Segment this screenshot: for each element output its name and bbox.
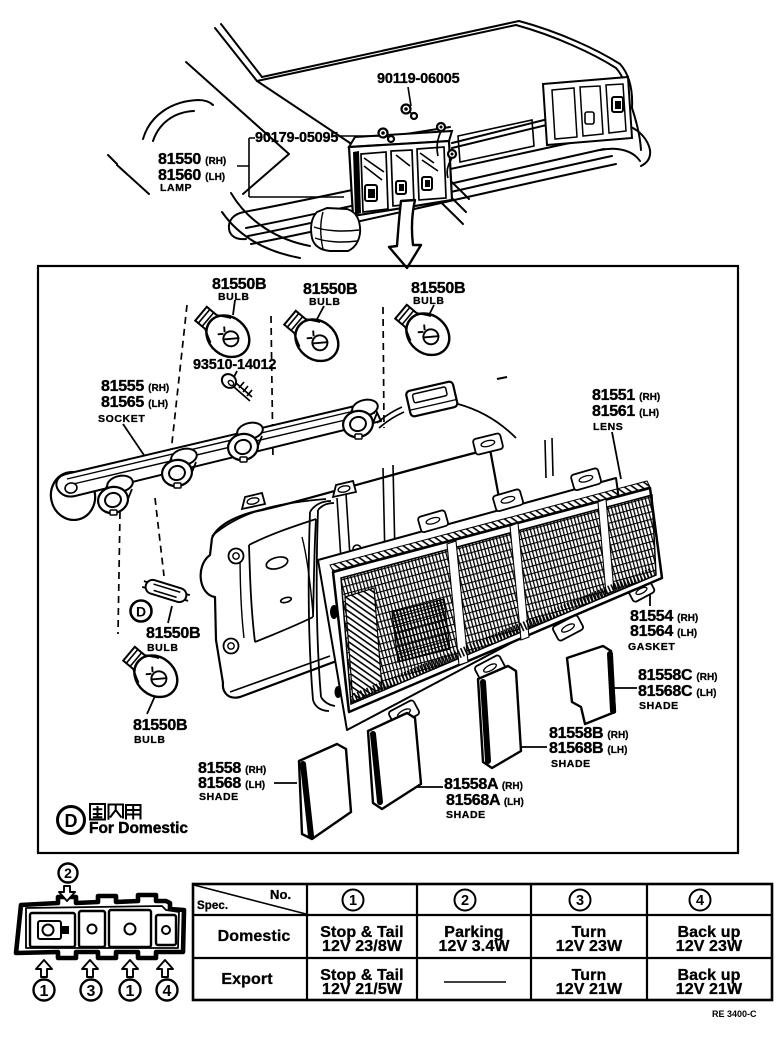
svg-text:No.: No.	[270, 887, 291, 902]
svg-text:81551 (RH): 81551 (RH)	[592, 387, 660, 404]
svg-text:81558 (RH): 81558 (RH)	[198, 760, 266, 777]
svg-text:2: 2	[64, 865, 72, 881]
svg-text:GASKET: GASKET	[628, 641, 675, 653]
svg-text:81558A (RH): 81558A (RH)	[444, 776, 523, 793]
svg-text:81554 (RH): 81554 (RH)	[630, 608, 698, 625]
svg-text:12V 3.4W: 12V 3.4W	[438, 938, 510, 955]
svg-text:RE 3400-C: RE 3400-C	[712, 1009, 757, 1019]
svg-text:12V 23W: 12V 23W	[556, 938, 623, 955]
svg-text:81560 (LH): 81560 (LH)	[158, 167, 225, 184]
svg-text:BULB: BULB	[218, 291, 250, 303]
svg-text:81550B: 81550B	[212, 276, 266, 293]
svg-text:81568B (LH): 81568B (LH)	[549, 740, 627, 757]
svg-text:1: 1	[349, 893, 357, 909]
svg-text:Stop & Tail: Stop & Tail	[320, 967, 403, 984]
svg-text:12V 21/5W: 12V 21/5W	[322, 981, 403, 998]
svg-text:Export: Export	[221, 971, 273, 988]
svg-text:81568C (LH): 81568C (LH)	[638, 683, 716, 700]
svg-text:For Domestic: For Domestic	[89, 820, 188, 837]
svg-text:81558C (RH): 81558C (RH)	[638, 667, 718, 684]
svg-text:D: D	[136, 604, 146, 620]
svg-text:90179-05095: 90179-05095	[255, 130, 338, 146]
svg-text:SHADE: SHADE	[446, 809, 486, 821]
svg-text:81550B: 81550B	[303, 281, 357, 298]
svg-text:SHADE: SHADE	[639, 700, 679, 712]
svg-text:81558B (RH): 81558B (RH)	[549, 725, 629, 742]
svg-text:12V 23/8W: 12V 23/8W	[322, 938, 403, 955]
svg-text:81568A (LH): 81568A (LH)	[446, 792, 524, 809]
svg-text:Parking: Parking	[444, 924, 503, 941]
svg-text:81555 (RH): 81555 (RH)	[101, 378, 169, 395]
svg-text:Stop & Tail: Stop & Tail	[320, 924, 403, 941]
svg-text:Back up: Back up	[678, 967, 741, 984]
svg-text:81550B: 81550B	[411, 280, 465, 297]
svg-text:3: 3	[87, 983, 96, 1000]
svg-text:12V 21W: 12V 21W	[676, 981, 743, 998]
svg-text:81565 (LH): 81565 (LH)	[101, 394, 168, 411]
svg-text:81568 (LH): 81568 (LH)	[198, 775, 265, 792]
svg-text:Back up: Back up	[678, 924, 741, 941]
svg-text:BULB: BULB	[134, 734, 166, 746]
svg-text:81550B: 81550B	[133, 717, 187, 734]
svg-text:81550 (RH): 81550 (RH)	[158, 151, 226, 168]
svg-text:93510-14012: 93510-14012	[193, 357, 276, 373]
svg-text:12V 21W: 12V 21W	[556, 981, 623, 998]
svg-text:Turn: Turn	[572, 924, 607, 941]
svg-text:BULB: BULB	[309, 296, 341, 308]
svg-text:1: 1	[40, 983, 49, 1000]
svg-text:4: 4	[163, 983, 172, 1000]
svg-text:LENS: LENS	[593, 421, 623, 433]
svg-text:D: D	[65, 811, 78, 831]
svg-text:2: 2	[461, 893, 469, 909]
svg-text:12V 23W: 12V 23W	[676, 938, 743, 955]
svg-text:LAMP: LAMP	[160, 182, 192, 194]
svg-text:4: 4	[696, 893, 704, 909]
svg-text:SHADE: SHADE	[551, 758, 591, 770]
svg-text:Domestic: Domestic	[218, 928, 291, 945]
svg-text:81564 (LH): 81564 (LH)	[630, 623, 697, 640]
svg-text:81561 (LH): 81561 (LH)	[592, 403, 659, 420]
svg-text:3: 3	[576, 893, 584, 909]
svg-text:BULB: BULB	[147, 642, 179, 654]
svg-text:SOCKET: SOCKET	[98, 413, 145, 425]
svg-text:SHADE: SHADE	[199, 791, 239, 803]
svg-text:Spec.: Spec.	[197, 900, 228, 912]
svg-text:BULB: BULB	[413, 295, 445, 307]
svg-text:90119-06005: 90119-06005	[377, 71, 460, 87]
svg-text:Turn: Turn	[572, 967, 607, 984]
svg-text:1: 1	[126, 983, 135, 1000]
svg-text:81550B: 81550B	[146, 625, 200, 642]
